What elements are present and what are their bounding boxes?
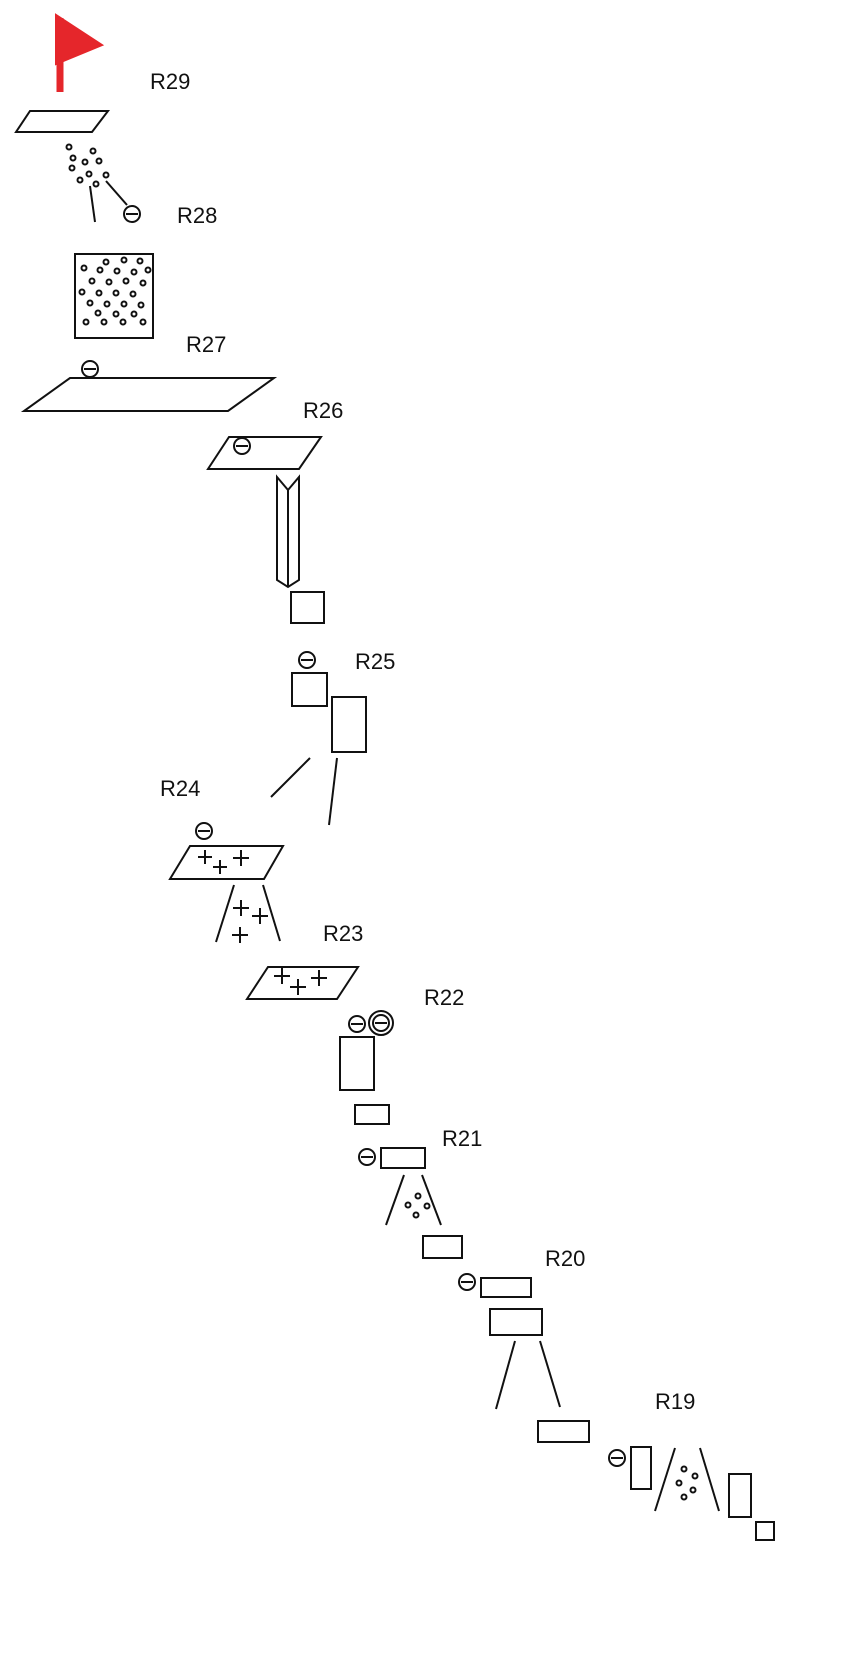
hold-block (729, 1474, 751, 1517)
hold-block (355, 1105, 389, 1124)
path-line (271, 758, 310, 797)
path-line (106, 181, 127, 205)
route-label-r24: R24 (160, 776, 200, 801)
double-ring-hold-icon (369, 1011, 393, 1035)
path-line (90, 186, 95, 222)
route-label-r23: R23 (323, 921, 363, 946)
dot-cluster-r29 (67, 145, 109, 187)
dot-cluster-r28 (80, 258, 151, 325)
path-line (496, 1341, 515, 1409)
route-label-r19: R19 (655, 1389, 695, 1414)
plus-marks-r24 (198, 850, 249, 874)
route-label-r22: R22 (424, 985, 464, 1010)
hold-block (292, 673, 327, 706)
hold-block (381, 1148, 425, 1168)
path-line (655, 1448, 675, 1511)
hold-block (490, 1309, 542, 1335)
hold-block (291, 592, 324, 623)
dot-cluster-r19 (677, 1467, 698, 1500)
hold-symbol-icon (234, 438, 250, 454)
hold-block (538, 1421, 589, 1442)
route-label-r25: R25 (355, 649, 395, 674)
hold-block (340, 1037, 374, 1090)
dot-cluster-r21 (406, 1194, 430, 1218)
hold-block (481, 1278, 531, 1297)
hold-block (423, 1236, 462, 1258)
path-line (700, 1448, 719, 1511)
path-line (329, 758, 337, 825)
hold-slab-r29 (16, 111, 108, 132)
hold-symbol-icon (299, 652, 315, 668)
hold-symbol-icon (609, 1450, 625, 1466)
hold-symbol-icon (349, 1016, 365, 1032)
route-label-r26: R26 (303, 398, 343, 423)
finish-flag-icon (56, 15, 102, 92)
hold-slab-r26 (208, 437, 321, 469)
route-label-r28: R28 (177, 203, 217, 228)
route-label-r27: R27 (186, 332, 226, 357)
hold-block (631, 1447, 651, 1489)
hold-symbol-icon (82, 361, 98, 377)
route-label-r21: R21 (442, 1126, 482, 1151)
hold-slab-r24 (170, 846, 283, 879)
route-label-r29: R29 (150, 69, 190, 94)
path-line (386, 1175, 404, 1225)
arete-feature-r26 (277, 477, 299, 587)
hold-block (332, 697, 366, 752)
path-line (422, 1175, 441, 1225)
hold-block (756, 1522, 774, 1540)
route-label-r20: R20 (545, 1246, 585, 1271)
hold-symbol-icon (359, 1149, 375, 1165)
path-line (216, 885, 234, 942)
hold-symbol-icon (459, 1274, 475, 1290)
path-line (263, 885, 280, 941)
plus-marks-r23 (274, 968, 327, 995)
path-line (540, 1341, 560, 1407)
hold-slab-r27 (24, 378, 274, 411)
hold-slab-r23 (247, 967, 358, 999)
hold-symbol-icon (124, 206, 140, 222)
hold-symbol-icon (196, 823, 212, 839)
plus-marks-r24 (232, 900, 268, 943)
hold-block-r28 (75, 254, 153, 338)
